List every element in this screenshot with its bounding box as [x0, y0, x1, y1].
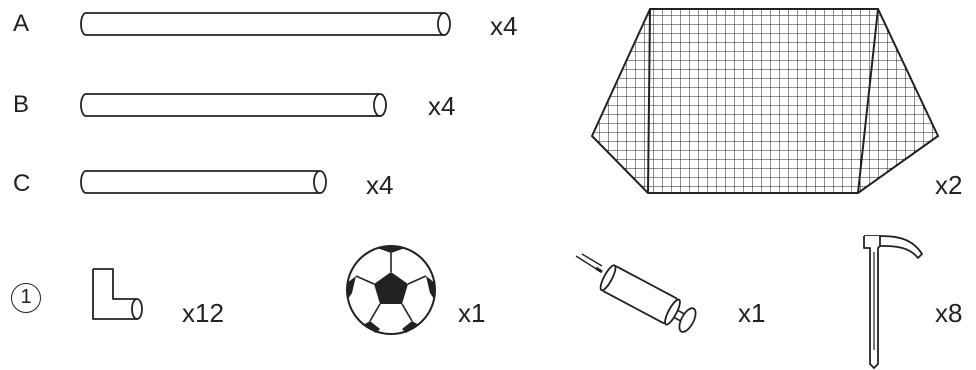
pump-qty: x1	[738, 300, 765, 326]
part-a-qty: x4	[490, 13, 517, 39]
stake-qty: x8	[935, 300, 962, 326]
part-c-label: C	[13, 172, 30, 196]
connector-number-badge: 1	[11, 283, 41, 313]
connector-qty: x12	[182, 300, 224, 326]
part-a-label: A	[13, 12, 29, 36]
net-qty: x2	[935, 172, 962, 198]
elbow-connector-icon	[85, 265, 155, 327]
part-b-label: B	[13, 93, 29, 117]
part-c-qty: x4	[366, 172, 393, 198]
ball-qty: x1	[458, 300, 485, 326]
tube-c-icon	[80, 168, 340, 198]
hand-pump-icon	[572, 252, 702, 336]
goal-net-icon	[590, 6, 940, 198]
tube-a-icon	[80, 10, 460, 40]
part-b-qty: x4	[428, 93, 455, 119]
tube-b-icon	[80, 91, 400, 121]
ground-stake-icon	[858, 232, 928, 370]
soccer-ball-icon	[344, 243, 438, 337]
